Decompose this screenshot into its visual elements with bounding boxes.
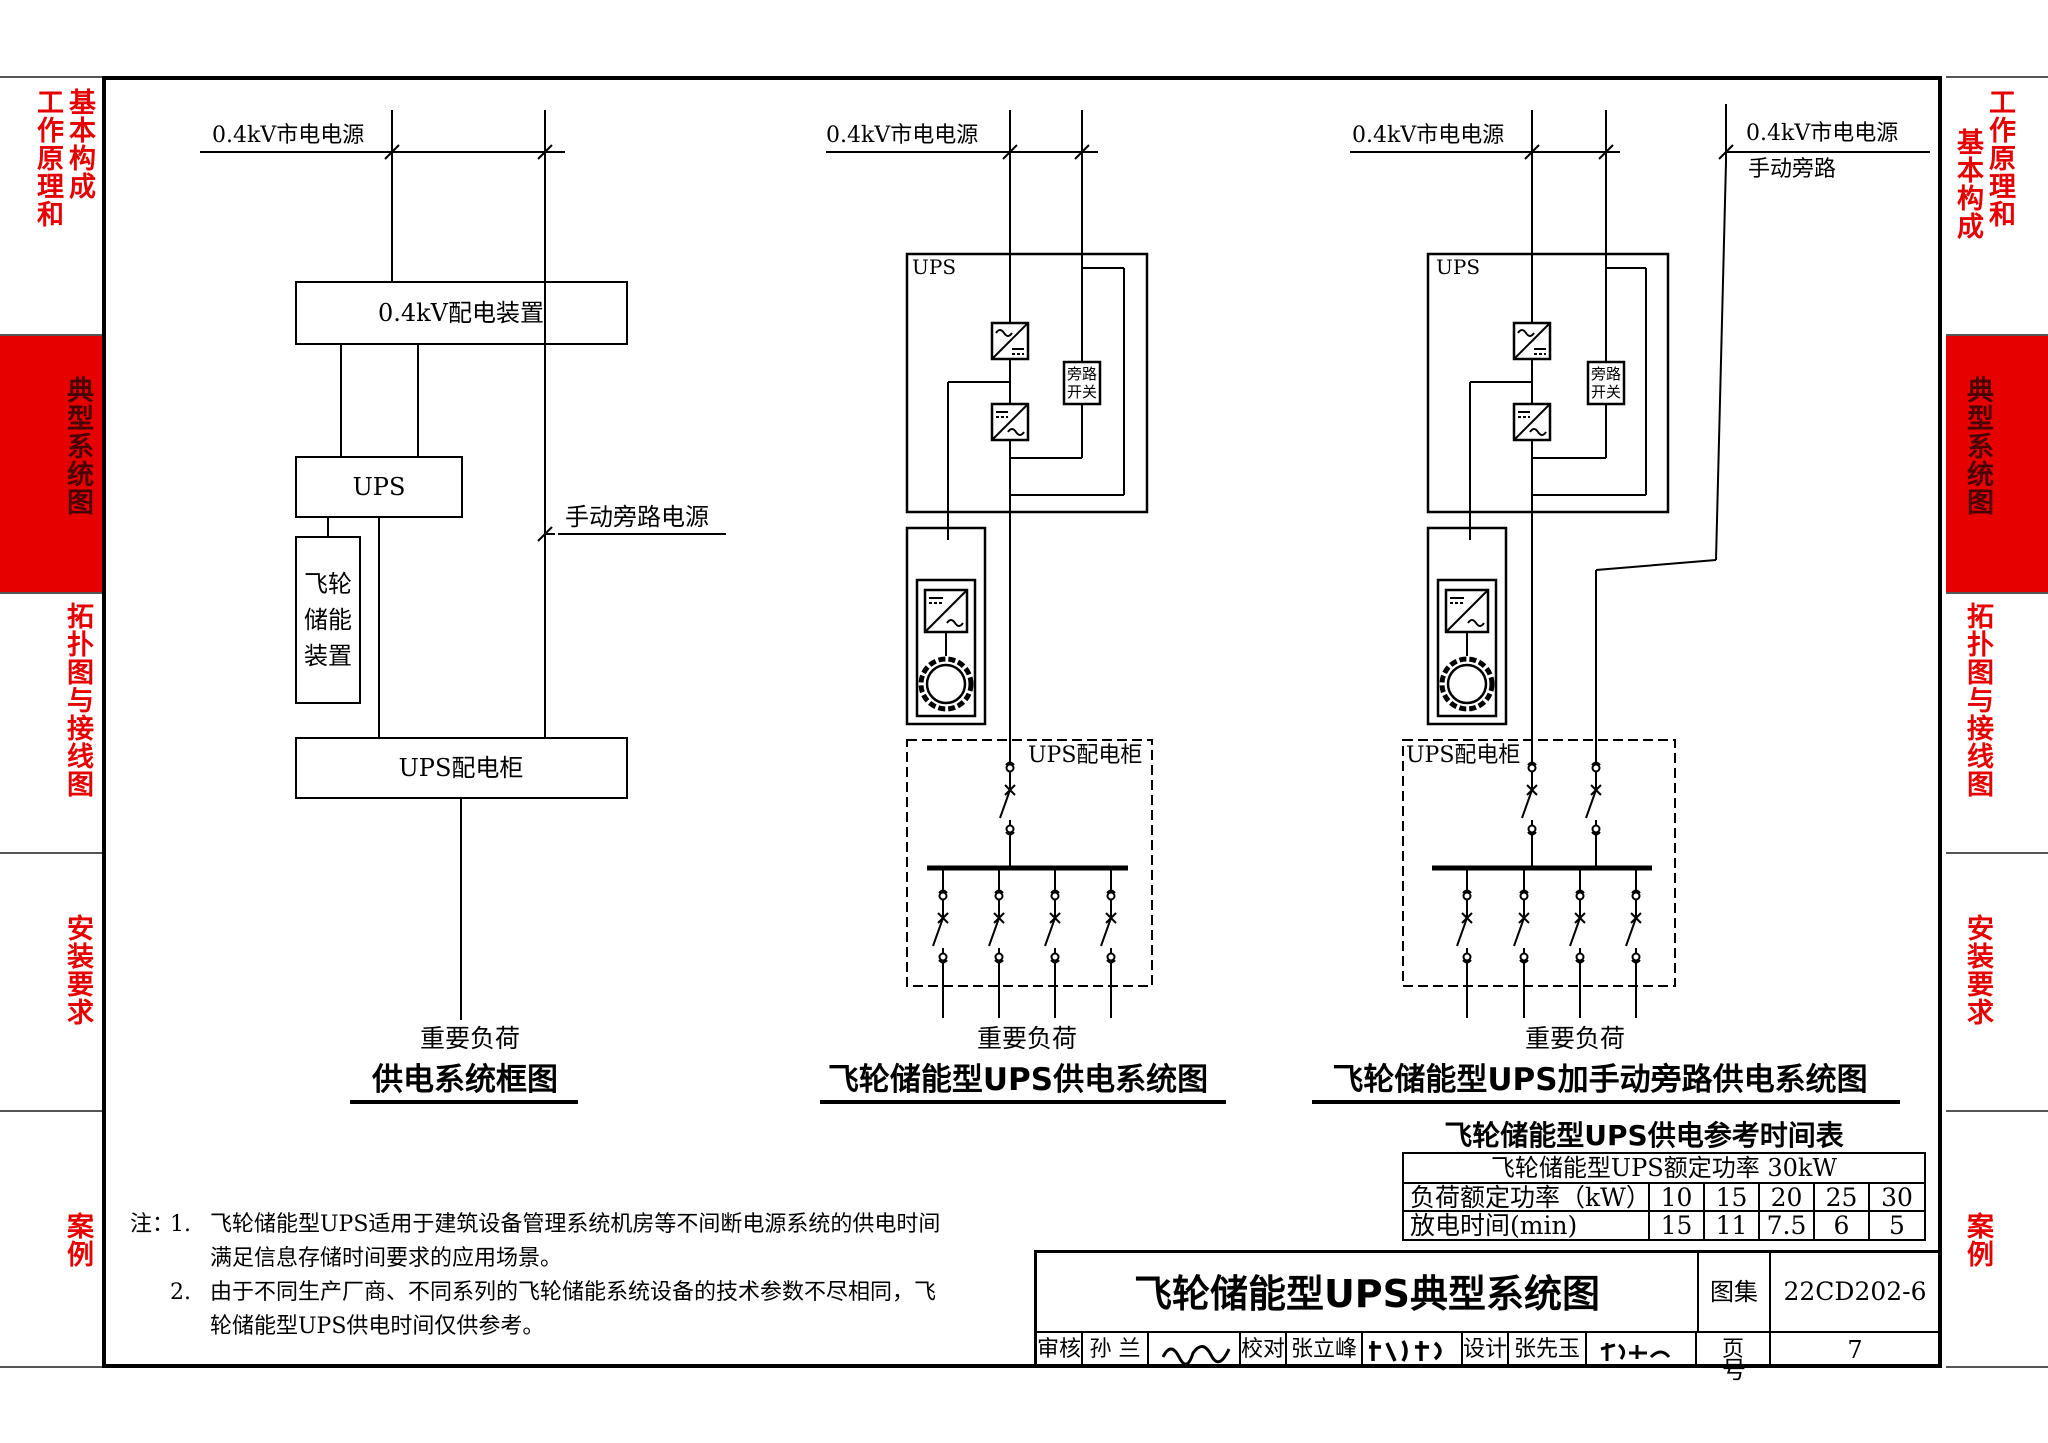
sidebar-label: 拓扑图与接线图 <box>1962 602 1993 798</box>
designer-signature <box>1587 1333 1697 1367</box>
review-label: 审核 <box>1037 1333 1083 1367</box>
d1-source-label: 0.4kV市电电源 <box>212 123 364 148</box>
d2-ups-label: UPS <box>912 255 956 279</box>
d1-bypass-label: 手动旁路电源 <box>565 503 709 531</box>
ref-table-row2-value: 11 <box>1705 1212 1760 1239</box>
page-number: 7 <box>1847 1336 1863 1364</box>
d1-flywheel-label-1: 飞轮 <box>304 570 352 598</box>
ref-table-row1-value: 10 <box>1650 1184 1705 1212</box>
d3-source-label: 0.4kV市电电源 <box>1352 123 1504 148</box>
right-sidebar-section-2[interactable]: 典型系统图 <box>1946 334 2048 592</box>
sidebar-label: 典型系统图 <box>62 376 93 516</box>
ref-table-row1-value: 30 <box>1870 1184 1924 1212</box>
notes: 注： 1. 飞轮储能型UPS适用于建筑设备管理系统机房等不间断电源系统的供电时间… <box>130 1208 1030 1344</box>
sidebar-label: 工作原理和 <box>1984 88 2015 228</box>
ref-table-row1-label: 负荷额定功率（kW） <box>1404 1184 1651 1212</box>
d2-panel-label: UPS配电柜 <box>1028 743 1142 768</box>
d1-title: 供电系统框图 <box>371 1062 558 1098</box>
ref-table-row1-value: 25 <box>1815 1184 1870 1212</box>
d3-title: 飞轮储能型UPS加手动旁路供电系统图 <box>1332 1062 1867 1098</box>
left-sidebar-section-1[interactable]: 工作原理和 基本构成 <box>0 76 102 334</box>
reviewer-name: 孙 兰 <box>1083 1333 1149 1367</box>
drawing-frame <box>102 76 1942 1368</box>
sidebar-label: 案例 <box>1962 1212 1993 1268</box>
d2-source-label: 0.4kV市电电源 <box>826 123 978 148</box>
ref-table: 飞轮储能型UPS额定功率 30kW 负荷额定功率（kW） 10 15 20 25… <box>1402 1152 1926 1241</box>
sidebar-label: 基本构成 <box>64 88 95 200</box>
checker-signature <box>1363 1333 1463 1367</box>
d1-panel-label: UPS配电柜 <box>399 754 524 782</box>
designer-name: 张先玉 <box>1509 1333 1587 1367</box>
atlas-number: 22CD202-6 <box>1783 1277 1927 1306</box>
atlas-label: 图集号 <box>1699 1253 1771 1384</box>
left-sidebar-section-4[interactable]: 安装要求 <box>0 852 102 1110</box>
right-sidebar-section-5[interactable]: 案例 <box>1946 1110 2048 1368</box>
left-sidebar-section-3[interactable]: 拓扑图与接线图 <box>0 592 102 852</box>
d1-ups-label: UPS <box>353 473 406 501</box>
ref-table-row1-value: 15 <box>1705 1184 1760 1212</box>
ref-table-title: 飞轮储能型UPS供电参考时间表 <box>1444 1119 1844 1152</box>
d3-bypass-switch-label-1: 旁路 <box>1591 365 1621 383</box>
page-label: 页 <box>1697 1333 1771 1367</box>
ref-table-row2-value: 6 <box>1815 1212 1870 1239</box>
d2-load-label: 重要负荷 <box>977 1024 1077 1053</box>
ref-table-row2-value: 5 <box>1889 1211 1905 1240</box>
d1-flywheel-label-3: 装置 <box>304 642 352 670</box>
d3-bypass-switch-label-2: 开关 <box>1591 383 1621 401</box>
checker-name: 张立峰 <box>1287 1333 1363 1367</box>
design-label: 设计 <box>1463 1333 1509 1367</box>
d3-panel-label: UPS配电柜 <box>1406 743 1520 768</box>
note-2-line-1: 由于不同生产厂商、不同系列的飞轮储能系统设备的技术参数不尽相同，飞 <box>210 1280 937 1305</box>
main-title: 飞轮储能型UPS典型系统图 <box>1133 1272 1601 1316</box>
ref-table-header: 飞轮储能型UPS额定功率 30kW <box>1404 1154 1924 1184</box>
block-diagram <box>200 110 628 1020</box>
sidebar-label: 典型系统图 <box>1962 376 1993 516</box>
note-1-number: 1. <box>170 1212 191 1237</box>
d2-title: 飞轮储能型UPS供电系统图 <box>828 1062 1208 1098</box>
d2-bypass-switch-label-2: 开关 <box>1067 383 1097 401</box>
right-sidebar-section-3[interactable]: 拓扑图与接线图 <box>1946 592 2048 852</box>
d3-source2-label: 0.4kV市电电源 <box>1746 121 1898 146</box>
d1-dist-device-label: 0.4kV配电装置 <box>378 299 544 327</box>
d1-load-label: 重要负荷 <box>420 1024 520 1053</box>
d1-flywheel-label-2: 储能 <box>304 606 352 634</box>
ref-table-row2-label: 放电时间(min) <box>1404 1212 1650 1239</box>
note-1-line-1: 飞轮储能型UPS适用于建筑设备管理系统机房等不间断电源系统的供电时间 <box>210 1212 941 1237</box>
sidebar-label: 案例 <box>62 1212 93 1268</box>
d3-load-label: 重要负荷 <box>1525 1024 1625 1053</box>
note-2-line-2: 轮储能型UPS供电时间仅供参考。 <box>210 1314 545 1339</box>
sidebar-label: 安装要求 <box>62 914 93 1026</box>
right-sidebar-section-4[interactable]: 安装要求 <box>1946 852 2048 1110</box>
note-2-number: 2. <box>170 1280 191 1305</box>
notes-prefix: 注： <box>130 1212 175 1237</box>
ref-table-row1-value: 20 <box>1760 1184 1815 1212</box>
reviewer-signature <box>1149 1333 1241 1367</box>
right-sidebar-section-1[interactable]: 基本构成 工作原理和 <box>1946 76 2048 334</box>
sidebar-label: 工作原理和 <box>32 88 63 228</box>
ref-table-row2-value: 15 <box>1650 1212 1705 1239</box>
sidebar-label: 安装要求 <box>1962 914 1993 1026</box>
ref-table-row2-value: 7.5 <box>1760 1212 1815 1239</box>
sidebar-label: 基本构成 <box>1952 128 1983 240</box>
d3-ups-label: UPS <box>1436 255 1480 279</box>
note-1-line-2: 满足信息存储时间要求的应用场景。 <box>210 1246 563 1271</box>
left-sidebar-section-2[interactable]: 典型系统图 <box>0 334 102 592</box>
flywheel-ups-diagram <box>826 110 1153 987</box>
d2-bypass-switch-label-1: 旁路 <box>1067 365 1097 383</box>
left-sidebar-section-5[interactable]: 案例 <box>0 1110 102 1368</box>
d3-manual-bypass-label: 手动旁路 <box>1748 157 1836 182</box>
flywheel-ups-bypass-diagram <box>1350 104 1930 987</box>
sidebar-label: 拓扑图与接线图 <box>62 602 93 798</box>
check-label: 校对 <box>1241 1333 1287 1367</box>
title-block: 飞轮储能型UPS典型系统图 图集号 22CD202-6 审核 孙 兰 校对 张立… <box>1034 1250 1942 1384</box>
